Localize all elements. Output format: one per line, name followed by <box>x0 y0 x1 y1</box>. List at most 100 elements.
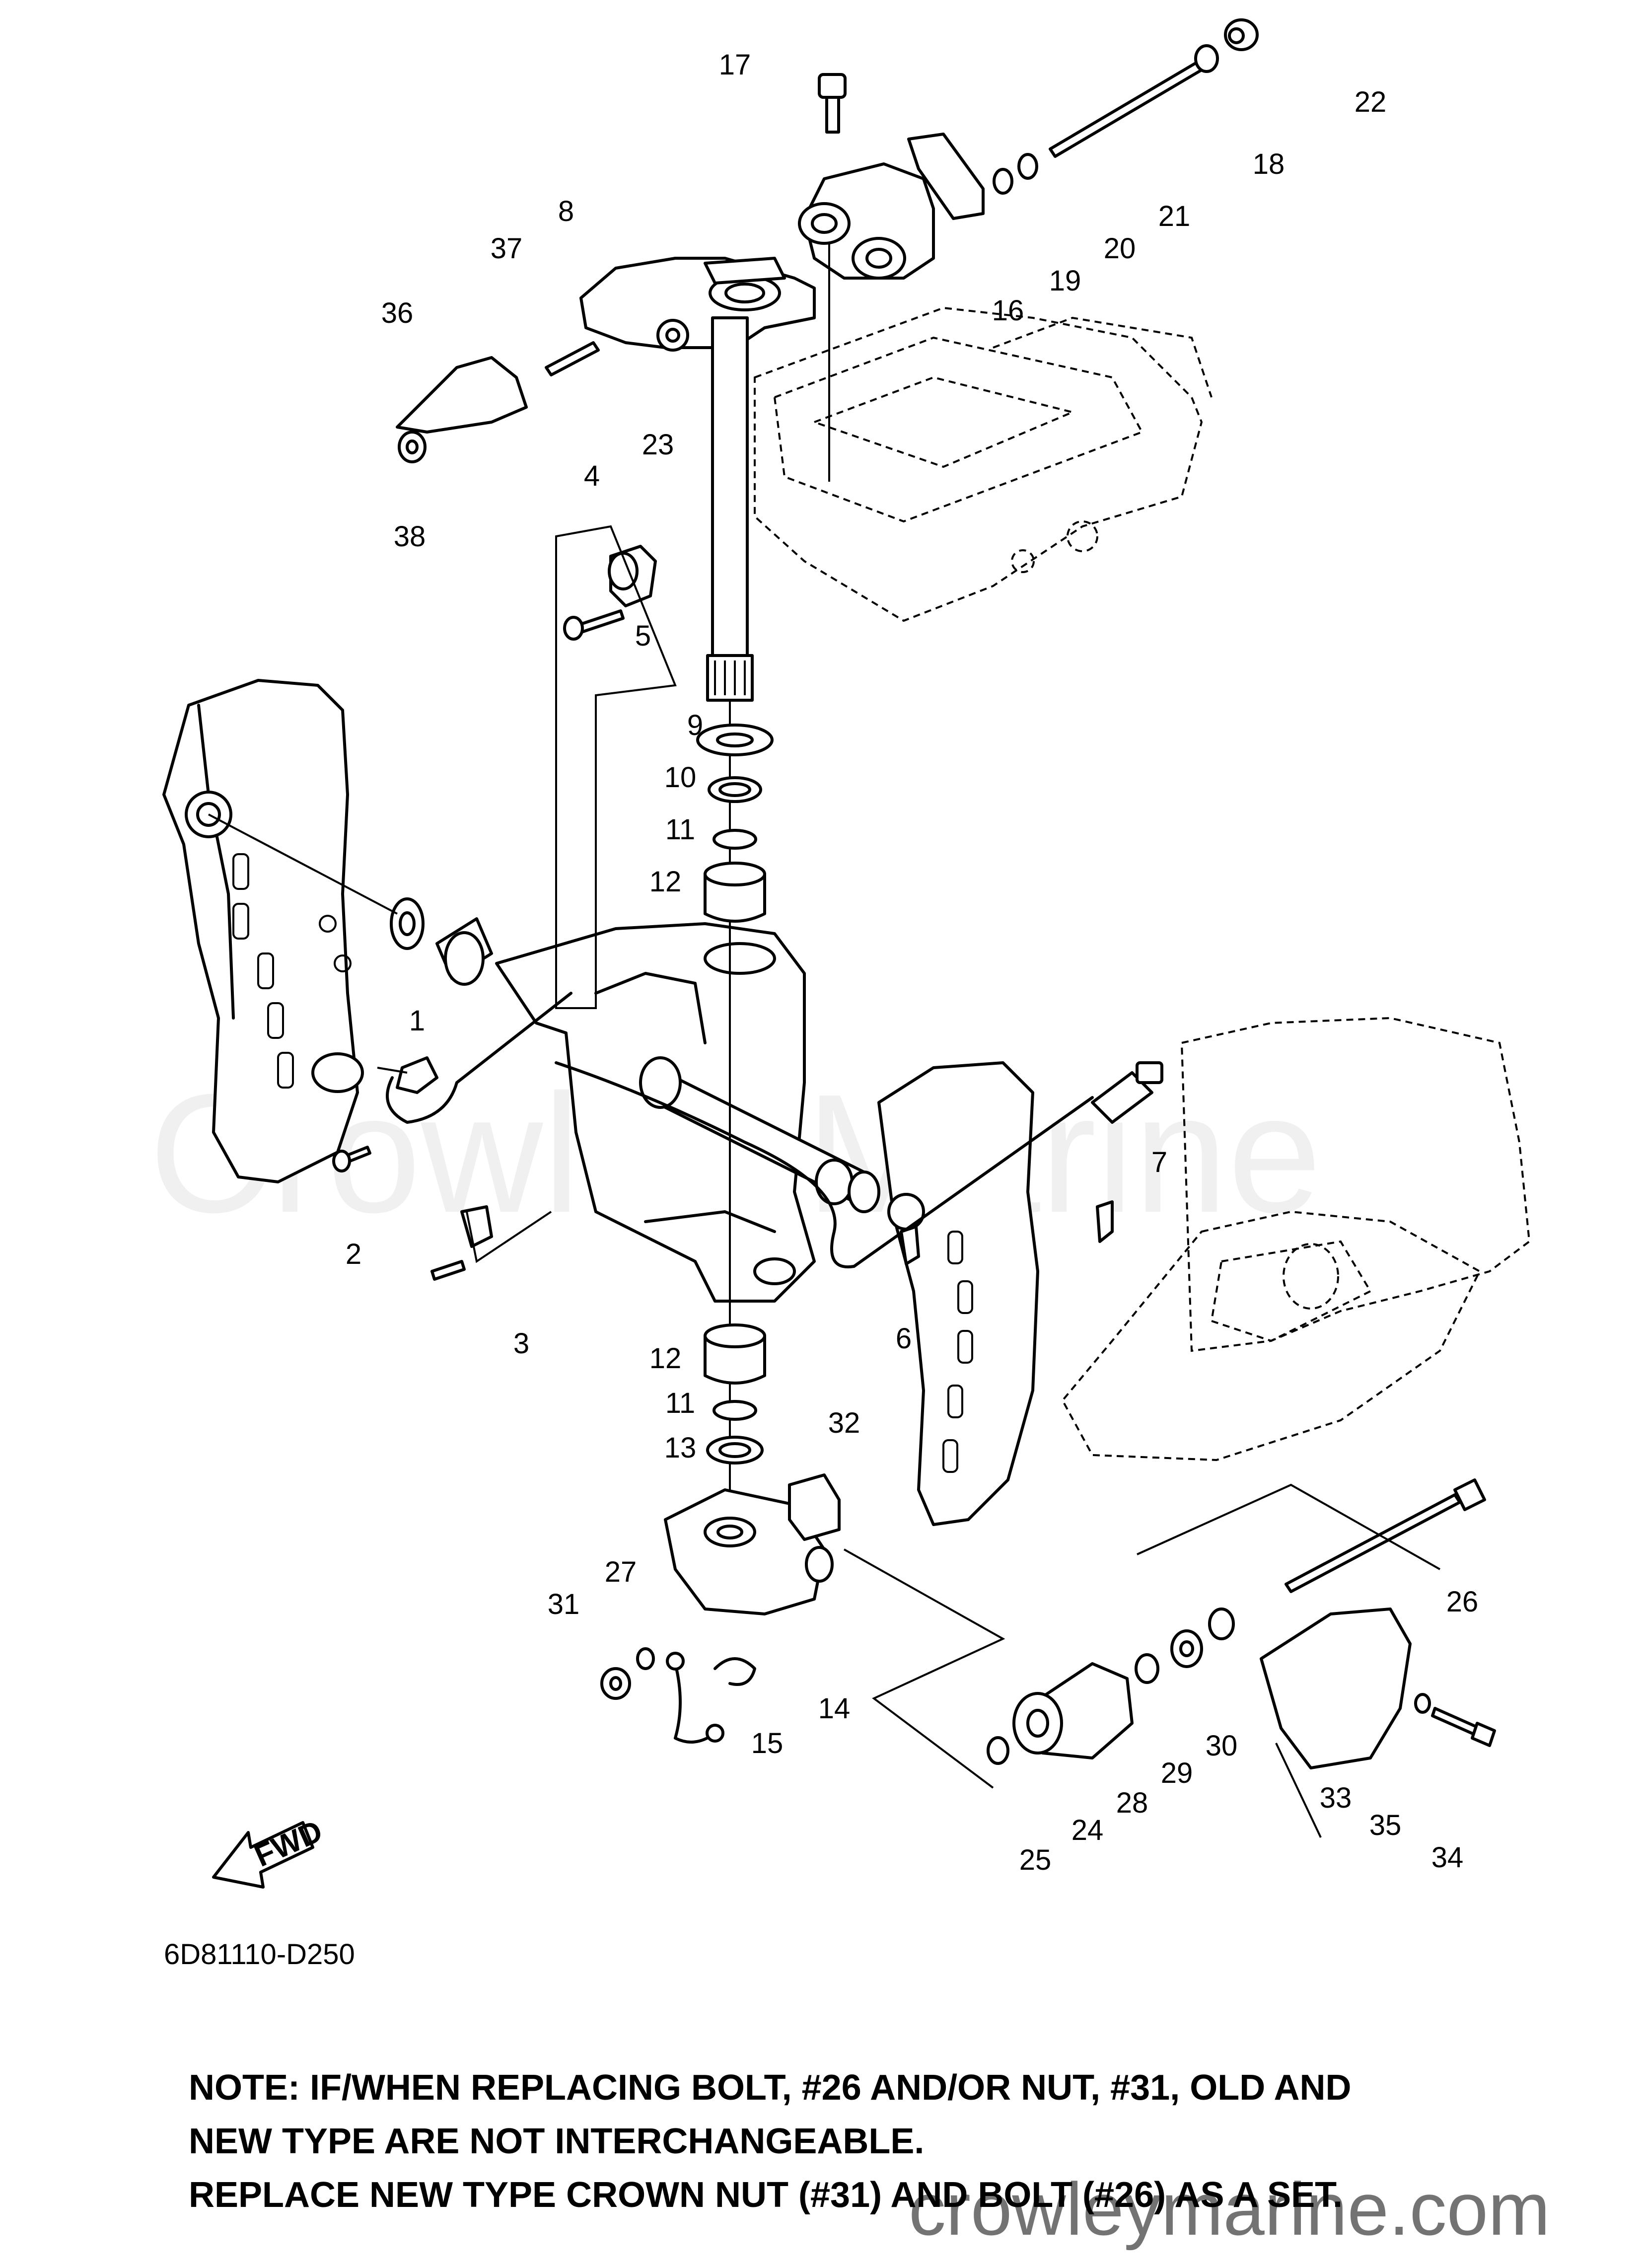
callout-21: 21 <box>1158 200 1191 232</box>
part-38-nut <box>398 431 427 463</box>
callout-11: 11 <box>665 1387 695 1419</box>
callout-35: 35 <box>1369 1809 1402 1841</box>
callout-18: 18 <box>1253 148 1285 180</box>
part-21-washer <box>1017 153 1038 180</box>
callout-29: 29 <box>1161 1757 1193 1789</box>
diagram-code: 6D81110-D250 <box>164 1938 355 1971</box>
callout-4: 4 <box>584 460 600 492</box>
callout-1: 1 <box>409 1005 425 1037</box>
clamp-boundary <box>555 525 677 1009</box>
callout-24: 24 <box>1071 1814 1104 1846</box>
part-17-bolt <box>818 73 847 134</box>
callout-22: 22 <box>1355 86 1387 118</box>
part-31-nut <box>600 1667 631 1700</box>
lower-casing-outline <box>1061 1017 1531 1462</box>
ground-lead-wire <box>386 992 1163 1269</box>
note-line-2: NEW TYPE ARE NOT INTERCHANGEABLE. <box>189 2122 925 2161</box>
part-11-oring-upper <box>713 829 757 850</box>
part-2-screw <box>332 1146 371 1172</box>
callout-13: 13 <box>664 1432 697 1464</box>
callout-3: 3 <box>513 1327 529 1360</box>
part-1-clip <box>377 1056 438 1094</box>
part-5-screw <box>563 609 625 641</box>
part-30-washer <box>1208 1608 1235 1640</box>
callout-30: 30 <box>1206 1730 1238 1762</box>
callout-37: 37 <box>491 232 523 265</box>
callout-16: 16 <box>992 294 1024 327</box>
callout-27: 27 <box>605 1556 637 1588</box>
callout-11: 11 <box>665 813 695 846</box>
part-14-lower-mount <box>664 1488 834 1615</box>
mount-boundary-right <box>1137 1483 1440 1838</box>
callout-34: 34 <box>1431 1841 1464 1874</box>
swivel-bracket <box>495 922 816 1303</box>
callout-5: 5 <box>635 620 651 652</box>
part-11-oring-lower <box>713 1400 757 1421</box>
steering-shaft <box>706 316 754 1530</box>
note-line-3: REPLACE NEW TYPE CROWN NUT (#31) AND BOL… <box>189 2175 1343 2215</box>
callout-26: 26 <box>1446 1586 1479 1618</box>
stern-bracket-left <box>162 679 364 1183</box>
part-6-clamp <box>900 1225 920 1265</box>
tilt-tube-bushings <box>208 813 493 986</box>
part-36-bracket <box>396 356 528 434</box>
part-18-long-bolt <box>1049 44 1219 158</box>
callout-6: 6 <box>896 1322 912 1355</box>
lead-boundary <box>466 1211 552 1263</box>
part-37-stud <box>545 341 600 376</box>
callout-19: 19 <box>1049 265 1081 297</box>
callout-9: 9 <box>687 709 703 741</box>
note-line-1: NOTE: IF/WHEN REPLACING BOLT, #26 AND/OR… <box>189 2068 1352 2108</box>
part-callouts: 1234567891011121211131415161718192021222… <box>346 49 1478 1876</box>
callout-17: 17 <box>719 49 751 81</box>
stern-bracket-right <box>877 1061 1039 1526</box>
callout-36: 36 <box>381 297 414 329</box>
callout-7: 7 <box>1151 1146 1167 1178</box>
part-16-upper-mount <box>798 162 935 482</box>
part-19-plate <box>907 133 985 220</box>
callout-28: 28 <box>1116 1787 1148 1819</box>
part-12-bushing-lower <box>704 1323 766 1385</box>
part-10-seal <box>708 776 762 803</box>
part-28-washer <box>1135 1653 1159 1684</box>
part-15-lead <box>666 1652 756 1744</box>
part-26-bolt <box>1285 1478 1486 1593</box>
steering-arm <box>579 257 816 349</box>
callout-20: 20 <box>1104 232 1136 265</box>
part-29-washer <box>1170 1629 1203 1668</box>
callout-2: 2 <box>346 1238 361 1270</box>
callout-12: 12 <box>649 866 682 898</box>
callout-38: 38 <box>394 520 426 553</box>
part-24-mount-rubber <box>1012 1662 1134 1759</box>
part-7-tie <box>1096 1200 1114 1243</box>
fwd-arrow-icon: FWD <box>212 1814 328 1889</box>
callout-31: 31 <box>548 1588 580 1620</box>
watermark-url: crowleymarine.com <box>909 2167 1550 2251</box>
part-4-clamp <box>608 545 657 607</box>
upper-casing-outline <box>754 306 1213 622</box>
callout-15: 15 <box>751 1727 784 1759</box>
fwd-label: FWD <box>250 1814 328 1873</box>
part-9-washer <box>696 724 774 756</box>
part-33-cover <box>1260 1608 1412 1769</box>
replacement-note: NOTE: IF/WHEN REPLACING BOLT, #26 AND/OR… <box>189 2061 1579 2222</box>
callout-33: 33 <box>1320 1782 1352 1814</box>
callout-14: 14 <box>818 1692 851 1725</box>
callout-10: 10 <box>664 761 697 794</box>
callout-32: 32 <box>828 1407 860 1439</box>
part-32-rubber <box>788 1473 841 1541</box>
callout-25: 25 <box>1019 1844 1052 1876</box>
callout-8: 8 <box>558 195 574 227</box>
part-20-washer <box>993 168 1013 195</box>
callout-12: 12 <box>649 1342 682 1375</box>
part-27-washer <box>636 1647 655 1670</box>
callout-23: 23 <box>642 429 674 461</box>
part-22-nut <box>1224 18 1259 51</box>
part-13-seal <box>706 1436 764 1464</box>
part-25-washer <box>987 1736 1009 1765</box>
part-35-washer <box>1414 1693 1431 1714</box>
part-34-bolt <box>1431 1707 1496 1747</box>
mount-boundary-left <box>844 1548 1005 1789</box>
part-12-bushing-upper <box>704 862 766 923</box>
